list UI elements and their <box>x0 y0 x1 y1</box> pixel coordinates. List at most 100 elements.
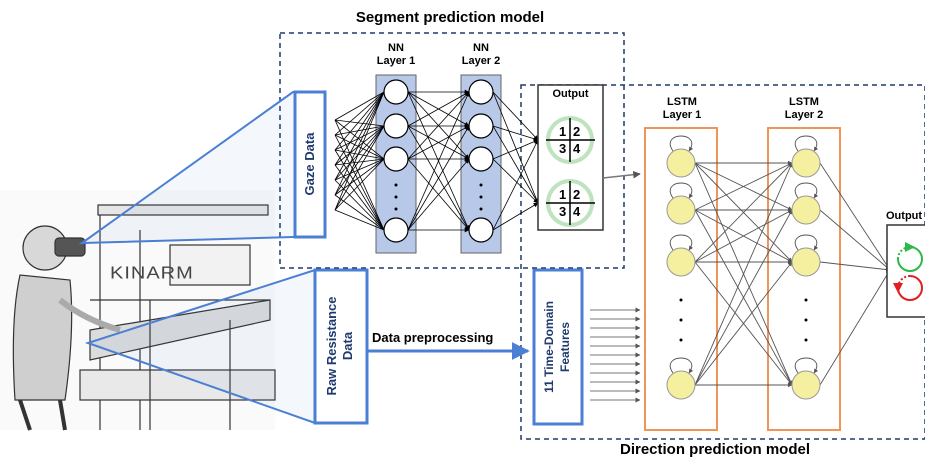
nn-output-edge <box>492 125 539 204</box>
lstm-layer2-node <box>791 370 821 400</box>
nn-output-label: Output <box>552 88 589 100</box>
nn-input-edge <box>334 125 385 211</box>
gaze-data-label: Gaze Data <box>302 132 317 196</box>
lstm-layer2-label: LSTM Layer 2 <box>772 96 836 122</box>
nn-layer2-label-line1: NN <box>473 42 489 54</box>
direction-model-box <box>520 84 925 440</box>
lstm-layer1-node <box>666 370 696 400</box>
nn-output-edge <box>492 139 539 160</box>
nn-input-edge <box>334 91 385 136</box>
lstm-ellipsis-dot <box>804 298 808 302</box>
nn-input-edge <box>334 125 385 166</box>
lstm-ellipsis-dot <box>679 338 683 342</box>
quadrant2-label-1: 1 <box>559 187 567 202</box>
lstm-hidden-edge <box>694 162 793 386</box>
nn-output-edge <box>492 125 539 142</box>
lstm-layer2-node <box>791 195 821 225</box>
lstm-layer2-node <box>791 148 821 178</box>
nn-input-edge <box>334 164 385 231</box>
lstm-ellipsis-dot <box>679 298 683 302</box>
feature-input-arrows <box>590 307 641 403</box>
direction-model-title: Direction prediction model <box>619 441 811 458</box>
nn-hidden-edge <box>407 158 470 231</box>
nn-input-edge <box>334 149 385 160</box>
raw-resistance-line1: Raw Resistance <box>324 296 339 396</box>
lstm-layer1-label-line1: LSTM <box>667 96 697 108</box>
nn-layer1-label-line2: Layer 1 <box>376 55 416 67</box>
nn-input-edge <box>334 91 385 211</box>
preprocessing-label: Data preprocessing <box>372 330 494 345</box>
quadrant1-label-3: 3 <box>559 141 567 156</box>
nn-input-edge <box>334 91 385 151</box>
nn-hidden-edge <box>407 125 470 160</box>
nn-layer1-label: NN Layer 1 <box>366 42 426 68</box>
nn-input-edge <box>334 134 385 231</box>
nn-layer2-node <box>468 79 494 105</box>
nn-input-edge <box>334 119 385 231</box>
nn-input-edge <box>334 158 385 181</box>
lstm-output-edge <box>819 269 891 386</box>
lstm-layer1-label: LSTM Layer 1 <box>650 96 714 122</box>
user-setup-sketch <box>0 190 276 431</box>
lstm-ellipsis-dot <box>804 318 808 322</box>
lstm-ellipsis-dot <box>679 318 683 322</box>
lstm-hidden-edge <box>694 261 793 386</box>
nn-input-edge <box>334 91 385 166</box>
counterclockwise-icon <box>893 275 923 301</box>
nn-layer1-node <box>383 79 409 105</box>
lstm-nodes <box>666 148 821 400</box>
nn-input-edge <box>334 158 385 196</box>
lstm-recurrent-loop <box>669 135 694 152</box>
lstm-recurrent-loop <box>669 234 694 251</box>
nn-layer1-node <box>383 217 409 243</box>
nn-layer2-node <box>468 113 494 139</box>
nn-hidden-edge <box>407 91 470 231</box>
lstm-connections <box>669 135 891 388</box>
nn-input-edge <box>334 91 385 121</box>
nn-ellipsis-dot <box>394 183 398 187</box>
lstm-layer2-label-line2: Layer 2 <box>784 109 824 121</box>
lstm-recurrent-loop <box>794 357 819 374</box>
lstm-recurrent-loop <box>794 135 819 152</box>
nn-input-edge <box>334 125 385 181</box>
nn-output-edge <box>492 139 539 231</box>
gaze-callout <box>78 91 326 245</box>
nn-layer1-node <box>383 146 409 172</box>
lstm-hidden-edge <box>694 162 793 263</box>
nn-ellipsis-dot <box>394 207 398 211</box>
nn-hidden-edge <box>407 91 470 127</box>
segment-model-box <box>279 32 625 269</box>
clockwise-icon <box>897 242 923 272</box>
lstm-output-edge <box>819 261 891 272</box>
gaze-data-box <box>293 90 327 239</box>
nn-hidden-edge <box>407 91 470 160</box>
nn-input-edge <box>334 91 385 181</box>
features-line2: Features <box>558 321 572 373</box>
nn-ellipsis-dot <box>479 183 483 187</box>
nn-output-edge <box>492 91 539 141</box>
features-line1: 11 Time-Domain <box>542 301 556 393</box>
quadrant2-label-3: 3 <box>559 204 567 219</box>
nn-input-edge <box>334 149 385 231</box>
nn-layer1-label-line1: NN <box>388 42 404 54</box>
nn-hidden-edge <box>407 125 470 231</box>
nn-input-edge <box>334 91 385 196</box>
nn-input-edge <box>334 125 385 151</box>
nn-connections <box>334 89 539 233</box>
nn-input-edge <box>334 134 385 160</box>
quadrant2-label-2: 2 <box>573 187 581 202</box>
lstm-layer1-node <box>666 247 696 277</box>
nn-layer2-node <box>468 146 494 172</box>
nn-output-edge <box>492 202 539 231</box>
nn-input-edge <box>334 119 385 127</box>
nn-ellipsis-dot <box>479 195 483 199</box>
nn-input-edge <box>334 119 385 160</box>
lstm-layer1-label-line2: Layer 1 <box>662 109 702 121</box>
nn-layer2-node <box>468 217 494 243</box>
nn-input-edge <box>334 179 385 231</box>
lstm-output-edge <box>819 162 891 271</box>
lstm-hidden-edge <box>694 162 793 211</box>
lstm-layer2-label-line1: LSTM <box>789 96 819 108</box>
nn-to-lstm-arrow <box>602 170 641 179</box>
